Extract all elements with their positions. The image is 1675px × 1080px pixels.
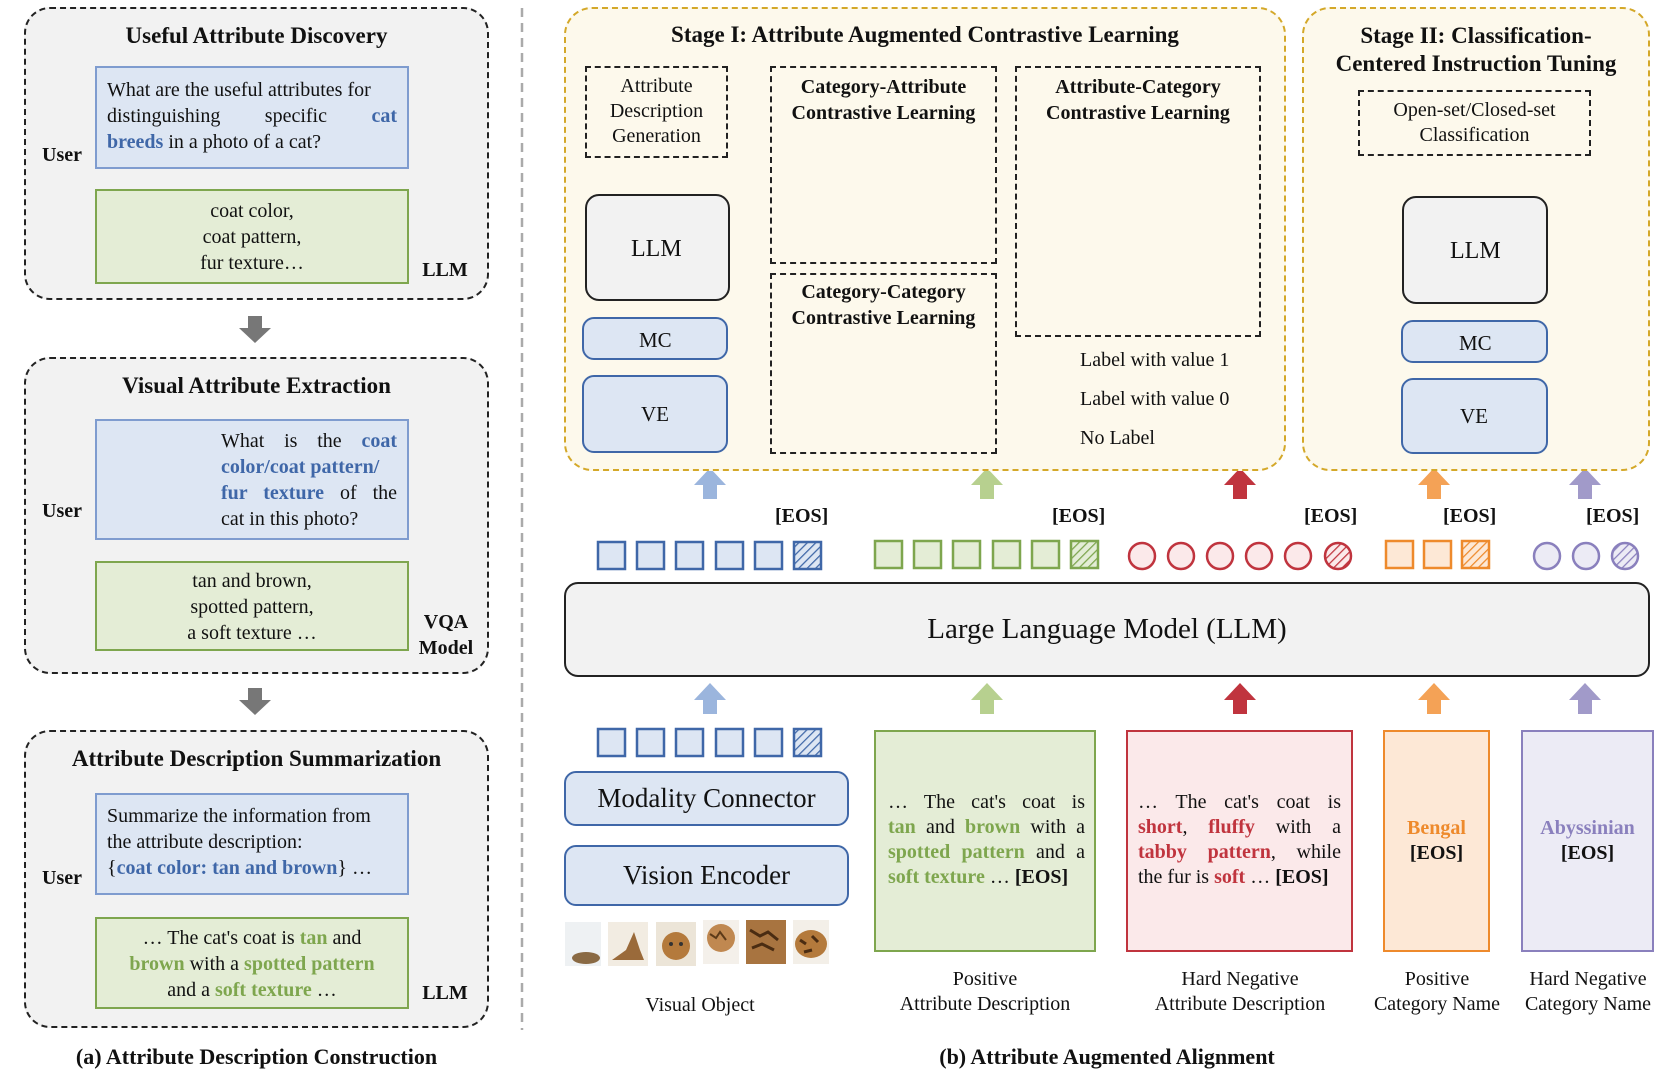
up-arrow-red-icon: [1224, 468, 1256, 499]
up-arrow-purple-icon: [1569, 683, 1601, 714]
positive-category-name-box: Bengal [EOS]: [1383, 730, 1490, 952]
vision-encoder-block: Vision Encoder: [564, 845, 849, 906]
question-box: What is the coat color/coat pattern/ fur…: [95, 419, 409, 540]
visual-token-row-top: [596, 540, 823, 571]
up-arrow-orange-icon: [1418, 683, 1450, 714]
up-arrow-blue-icon: [694, 468, 726, 499]
question-line: distinguishing specific cat: [107, 105, 397, 127]
agent-label: LLM: [422, 982, 468, 1004]
answer-box: … The cat's coat is tan and brown with a…: [95, 917, 409, 1009]
question-line: What are the useful attributes for: [107, 79, 371, 101]
eos-label: [EOS]: [1052, 505, 1106, 527]
stage-1-title: Stage I: Attribute Augmented Contrastive…: [671, 22, 1179, 47]
pos-attr-token-row: [873, 539, 1100, 570]
up-arrow-green-icon: [971, 468, 1003, 499]
user-label: User: [42, 144, 82, 166]
neg-attr-token-row: [1127, 541, 1353, 571]
visual-object-patches: [565, 920, 829, 966]
hard-negative-attribute-description-box: … The cat's coat is short, fluffy with a…: [1126, 730, 1353, 952]
hard-negative-category-name-box: Abyssinian [EOS]: [1521, 730, 1654, 952]
user-label: User: [42, 867, 82, 889]
stage2-ve-block: VE: [1401, 378, 1548, 454]
neg-name-token-row: [1532, 541, 1640, 571]
eos-label: [EOS]: [1586, 505, 1640, 527]
panel-title: Useful Attribute Discovery: [125, 23, 388, 48]
pos-name-token-row: [1384, 539, 1491, 570]
positive-attribute-description-box: … The cat's coat is tan and brown with a…: [874, 730, 1096, 952]
large-language-model-block: Large Language Model (LLM): [564, 582, 1650, 677]
agent-label: LLM: [422, 259, 468, 281]
eos-label: [EOS]: [775, 505, 829, 527]
label-visual-object: Visual Object: [645, 994, 755, 1016]
user-label: User: [42, 500, 82, 522]
legend-label-value-0: Label with value 0: [1080, 388, 1230, 410]
down-arrow-icon: [239, 688, 271, 715]
legend-label-value-1: Label with value 1: [1080, 349, 1230, 371]
caption-right: (b) Attribute Augmented Alignment: [939, 1044, 1275, 1069]
answer-box: coat color, coat pattern, fur texture…: [95, 189, 409, 284]
panel-title: Attribute Description Summarization: [71, 746, 442, 771]
stage1-llm-block: LLM: [585, 194, 730, 301]
stage1-ve-block: VE: [582, 375, 728, 453]
up-arrow-green-icon: [971, 683, 1003, 714]
up-arrow-blue-icon: [694, 683, 726, 714]
stage1-mc-block: MC: [582, 317, 728, 360]
answer-box: tan and brown, spotted pattern, a soft t…: [95, 561, 409, 651]
eos-label: [EOS]: [1443, 505, 1497, 527]
stage2-llm-block: LLM: [1402, 196, 1548, 304]
up-arrow-orange-icon: [1418, 468, 1450, 499]
stage2-mc-block: MC: [1401, 320, 1548, 363]
visual-token-row-bottom: [596, 727, 823, 758]
question-box: What are the useful attributes for disti…: [95, 66, 409, 169]
caption-left: (a) Attribute Description Construction: [75, 1044, 438, 1069]
up-arrow-red-icon: [1224, 683, 1256, 714]
legend-no-label: No Label: [1080, 427, 1155, 449]
down-arrow-icon: [239, 316, 271, 343]
panel-title: Visual Attribute Extraction: [122, 373, 391, 398]
question-box: Summarize the information from the attri…: [95, 793, 409, 895]
question-line: breeds in a photo of a cat?: [107, 131, 322, 153]
modality-connector-block: Modality Connector: [564, 771, 849, 826]
up-arrow-purple-icon: [1569, 468, 1601, 499]
eos-label: [EOS]: [1304, 505, 1358, 527]
stage-2-title: Stage II: Classification-Centered Instru…: [1335, 23, 1617, 76]
